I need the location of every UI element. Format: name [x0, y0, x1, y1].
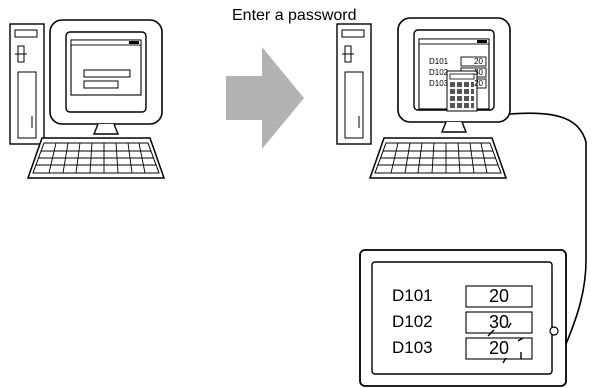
keypad-icon [446, 70, 478, 112]
touch-cursor-icon [487, 322, 524, 364]
panel-field-d101 [465, 285, 533, 308]
panel-field-d102 [465, 311, 533, 334]
connection-cable [509, 112, 587, 345]
arrow-right [226, 47, 304, 149]
small-tag-d103: D103 [429, 79, 449, 88]
right-computer [336, 17, 511, 179]
panel-tag-d101: D101 [392, 286, 433, 305]
password-field [83, 69, 131, 78]
small-value-d101: 20 [474, 57, 483, 66]
panel-value-d101: 20 [488, 286, 510, 306]
diagram-title: Enter a password [232, 7, 357, 24]
panel-value-d102: 30 [488, 312, 510, 332]
panel-field-d103 [465, 337, 533, 360]
small-tag-d102: D102 [429, 68, 449, 77]
small-tag-d101: D101 [429, 57, 449, 66]
panel-value-d103: 20 [488, 338, 510, 358]
panel-tag-d103: D103 [392, 338, 433, 357]
small-value-d103: 20 [474, 79, 483, 88]
left-computer [9, 19, 165, 179]
small-value-d102: 30 [474, 68, 483, 77]
display-panel [359, 249, 567, 387]
panel-tag-d102: D102 [392, 312, 433, 331]
